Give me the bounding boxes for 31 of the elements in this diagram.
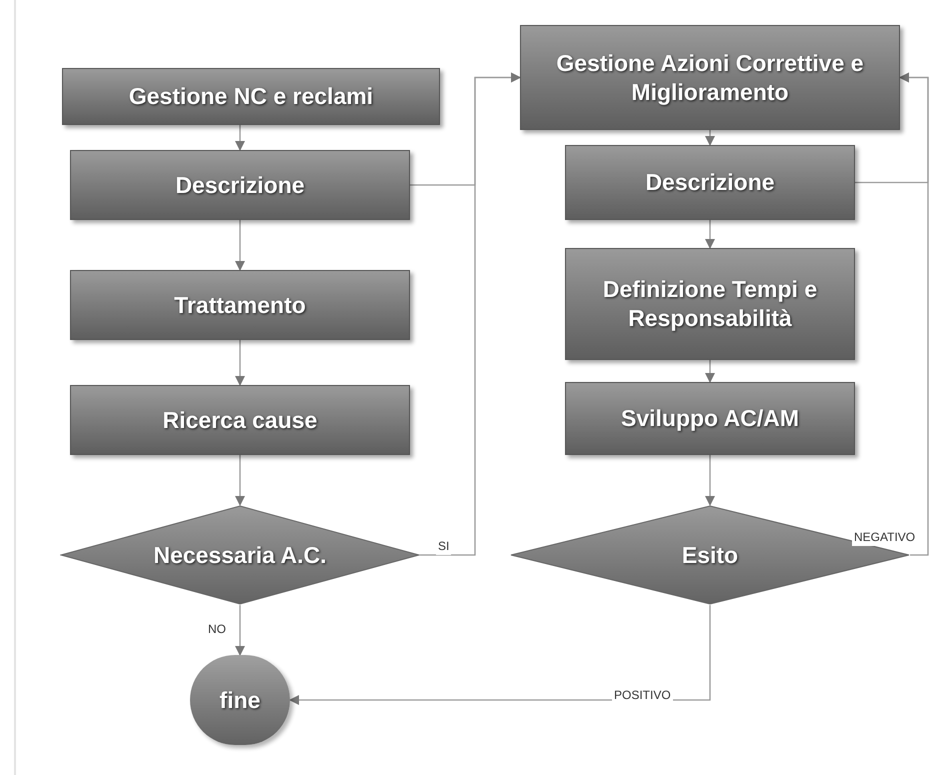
connector-arrow xyxy=(235,340,245,386)
node-text: Trattamento xyxy=(173,290,307,320)
process-box xyxy=(70,385,410,455)
process-box xyxy=(565,248,855,360)
node-text: Ricerca cause xyxy=(162,406,318,434)
process-box xyxy=(62,68,440,125)
process-box xyxy=(565,145,855,220)
node-text: Sviluppo AC/AM xyxy=(620,404,800,433)
node-text: fine xyxy=(218,686,262,714)
node-text: Definizione Tempi e Responsabilità xyxy=(602,275,818,333)
connector-arrow xyxy=(705,455,715,506)
connector-arrow xyxy=(235,605,245,656)
connector-arrow xyxy=(235,455,245,506)
node-text: Descrizione xyxy=(644,168,776,197)
connector-arrow xyxy=(235,220,245,271)
connector-arrow xyxy=(705,360,715,383)
connector-arrow xyxy=(235,125,245,151)
connector-arrow xyxy=(855,72,929,184)
connector-arrow xyxy=(705,220,715,249)
process-box xyxy=(70,150,410,220)
process-box xyxy=(520,25,900,130)
process-box xyxy=(565,382,855,455)
decision-diamond xyxy=(60,505,420,605)
process-box xyxy=(70,270,410,340)
node-text: Esito xyxy=(680,540,740,570)
connector-arrow xyxy=(410,72,521,186)
node-text: Gestione NC e reclami xyxy=(128,82,374,111)
node-text: Descrizione xyxy=(174,170,306,200)
node-text: Necessaria A.C. xyxy=(152,540,328,570)
node-text: Gestione Azioni Correttive e Miglioramento xyxy=(555,48,865,106)
connector-arrow xyxy=(705,130,715,146)
